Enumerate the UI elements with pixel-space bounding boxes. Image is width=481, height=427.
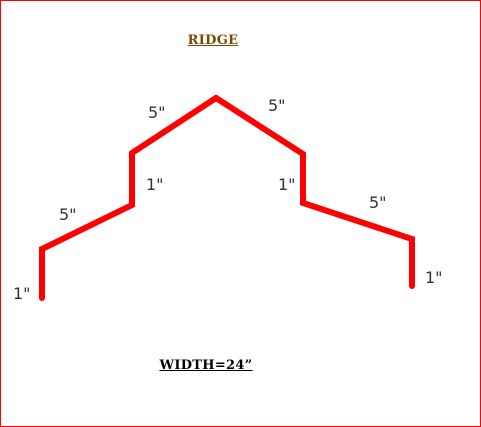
dimension-label-right-lower-flat: 5" [369,193,387,212]
ridge-profile-line [39,94,415,301]
dimension-label-right-step: 1" [278,175,296,194]
dimension-label-right-hem: 1" [425,268,443,287]
total-width-label: WIDTH=24” [159,358,253,373]
dimension-label-right-upper-slope: 5" [268,96,286,115]
dimension-label-left-lower-flat: 5" [59,205,77,224]
diagram-title: RIDGE [187,33,239,48]
dimension-label-left-hem: 1" [13,284,31,303]
dimension-label-left-step: 1" [146,175,164,194]
dimension-label-left-upper-slope: 5" [148,103,166,122]
